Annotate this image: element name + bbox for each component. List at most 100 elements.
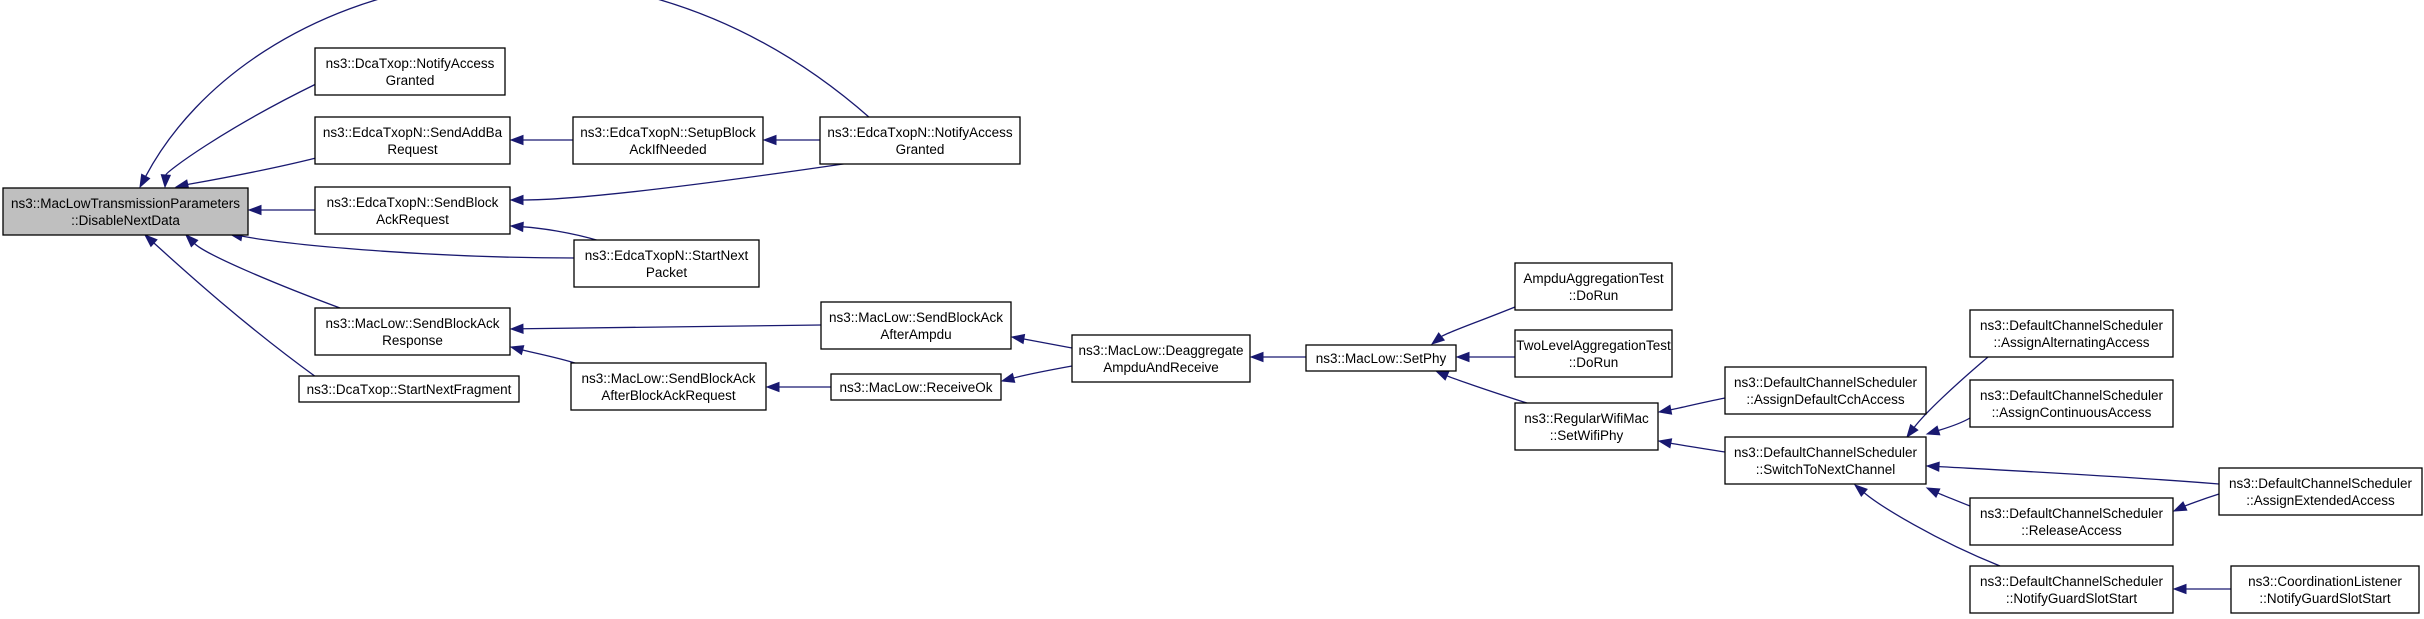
edge-maclow_sendblockackresp-to-root bbox=[184, 233, 341, 309]
node-label-line: AfterBlockAckRequest bbox=[601, 388, 736, 403]
node-box[interactable] bbox=[314, 186, 511, 235]
edge-line bbox=[1670, 442, 1726, 453]
node-box[interactable] bbox=[1969, 497, 2174, 546]
edge-line bbox=[1913, 356, 1989, 428]
node-box[interactable] bbox=[1969, 379, 2174, 428]
node-box[interactable] bbox=[1305, 344, 1457, 372]
node-label-line: AfterAmpdu bbox=[880, 327, 951, 342]
node-box[interactable] bbox=[298, 375, 520, 403]
node-ampdu-test[interactable]: AmpduAggregationTest::DoRun bbox=[1514, 262, 1673, 311]
node-box[interactable] bbox=[314, 116, 511, 165]
edge-line bbox=[1863, 492, 2001, 567]
node-box[interactable] bbox=[1071, 334, 1251, 383]
edge-maclow_sendblockack_afterreq-to-maclow_sendblockackresp bbox=[509, 345, 579, 365]
node-coordlistener-notifyguard[interactable]: ns3::CoordinationListener::NotifyGuardSl… bbox=[2230, 565, 2420, 614]
node-dcs-assigndefaultcch[interactable]: ns3::DefaultChannelScheduler::AssignDefa… bbox=[1724, 366, 1927, 415]
edge-dca_startnextfrag-to-root bbox=[143, 234, 317, 378]
node-box[interactable] bbox=[570, 362, 767, 411]
node-box[interactable] bbox=[819, 116, 1021, 165]
node-dcs-releaseaccess[interactable]: ns3::DefaultChannelScheduler::ReleaseAcc… bbox=[1969, 497, 2174, 546]
node-box[interactable] bbox=[572, 116, 764, 165]
node-label-line: AmpduAndReceive bbox=[1103, 360, 1219, 375]
node-box[interactable] bbox=[2230, 565, 2420, 614]
node-box[interactable] bbox=[314, 307, 511, 356]
edge-line bbox=[241, 235, 576, 259]
edge-dcs_releaseaccess-to-dcs_switchtonext bbox=[1925, 487, 1971, 507]
node-maclow-receiveok[interactable]: ns3::MacLow::ReceiveOk bbox=[830, 373, 1002, 401]
node-box[interactable] bbox=[1969, 565, 2174, 614]
node-box[interactable] bbox=[1969, 309, 2174, 358]
node-label-line: ns3::DefaultChannelScheduler bbox=[1980, 318, 2164, 333]
node-label-line: AckIfNeeded bbox=[629, 142, 706, 157]
node-dcs-switchtonext[interactable]: ns3::DefaultChannelScheduler::SwitchToNe… bbox=[1724, 436, 1927, 485]
edge-arrowhead bbox=[1906, 423, 1919, 439]
edge-maclow_deaggregate-to-maclow_receiveok bbox=[1000, 365, 1073, 383]
node-dcs-assignextended[interactable]: ns3::DefaultChannelScheduler::AssignExte… bbox=[2218, 467, 2423, 516]
node-box[interactable] bbox=[1514, 262, 1673, 311]
node-maclow-setphy[interactable]: ns3::MacLow::SetPhy bbox=[1305, 344, 1457, 372]
node-label-line: ns3::CoordinationListener bbox=[2248, 574, 2402, 589]
edge-line bbox=[187, 157, 317, 186]
node-dcs-notifyguard[interactable]: ns3::DefaultChannelScheduler::NotifyGuar… bbox=[1969, 565, 2174, 614]
node-label-line: Granted bbox=[896, 142, 945, 157]
node-regwifimac-setwifiphy[interactable]: ns3::RegularWifiMac::SetWifiPhy bbox=[1514, 402, 1659, 451]
node-box[interactable] bbox=[820, 301, 1012, 350]
node-label-line: ns3::MacLow::SetPhy bbox=[1316, 351, 1447, 366]
edges-layer bbox=[139, 0, 2231, 595]
edge-arrowhead bbox=[1925, 487, 1941, 498]
node-box[interactable] bbox=[314, 47, 506, 96]
edge-line bbox=[522, 226, 601, 242]
node-twolevel-test[interactable]: TwoLevelAggregationTest::DoRun bbox=[1514, 329, 1673, 378]
node-box[interactable] bbox=[1724, 436, 1927, 485]
node-label-line: ::AssignAlternatingAccess bbox=[1993, 335, 2149, 350]
edge-edca_sendaddba-to-root bbox=[174, 157, 317, 190]
edge-coordlistener_notifyguard-to-dcs_notifyguard bbox=[2172, 583, 2231, 595]
edge-arrowhead bbox=[247, 204, 262, 216]
node-box[interactable] bbox=[573, 239, 760, 288]
node-label-line: ::AssignExtendedAccess bbox=[2246, 493, 2395, 508]
edge-dcs_switchtonext-to-regwifimac_setwifiphy bbox=[1657, 438, 1726, 453]
edge-arrowhead bbox=[160, 174, 172, 189]
edge-arrowhead bbox=[1925, 461, 1940, 472]
node-label-line: ns3::MacLow::ReceiveOk bbox=[839, 380, 992, 395]
edge-maclow_deaggregate-to-maclow_sendblockack_ampdu bbox=[1010, 333, 1073, 349]
node-box[interactable] bbox=[2218, 467, 2423, 516]
edge-arrowhead bbox=[1853, 484, 1868, 498]
edge-arrowhead bbox=[1455, 351, 1470, 363]
edge-arrowhead bbox=[143, 234, 158, 248]
edge-edca_notify-to-edca_sendblockack bbox=[509, 162, 851, 206]
edge-arrowhead bbox=[1925, 425, 1941, 436]
node-label-line: Packet bbox=[646, 265, 688, 280]
node-box[interactable] bbox=[1724, 366, 1927, 415]
node-dcs-assigncontinuous[interactable]: ns3::DefaultChannelScheduler::AssignCont… bbox=[1969, 379, 2174, 428]
node-maclow-sendblockack-afterreq[interactable]: ns3::MacLow::SendBlockAckAfterBlockAckRe… bbox=[570, 362, 767, 411]
node-box[interactable] bbox=[830, 373, 1002, 401]
node-dca-startnextfrag[interactable]: ns3::DcaTxop::StartNextFragment bbox=[298, 375, 520, 403]
node-label-line: ::DisableNextData bbox=[71, 213, 180, 228]
node-box[interactable] bbox=[1514, 329, 1673, 378]
node-dcs-assignalternating[interactable]: ns3::DefaultChannelScheduler::AssignAlte… bbox=[1969, 309, 2174, 358]
node-label-line: AckRequest bbox=[376, 212, 449, 227]
node-label-line: ns3::MacLow::SendBlockAck bbox=[325, 316, 499, 331]
edge-line bbox=[1938, 466, 2220, 485]
node-box[interactable] bbox=[1514, 402, 1659, 451]
edge-maclow_receiveok-to-maclow_sendblockack_afterreq bbox=[765, 381, 832, 393]
edge-arrowhead bbox=[1010, 333, 1026, 345]
node-label-line: Response bbox=[382, 333, 443, 348]
edge-arrowhead bbox=[1249, 351, 1264, 363]
edge-arrowhead bbox=[762, 134, 777, 146]
edge-dcs_assigndefaultcch-to-regwifimac_setwifiphy bbox=[1657, 397, 1726, 415]
edge-line bbox=[1937, 492, 1971, 507]
node-label-line: ns3::MacLow::SendBlockAck bbox=[829, 310, 1003, 325]
edge-maclow_sendblockack_ampdu-to-maclow_sendblockackresp bbox=[509, 323, 822, 334]
